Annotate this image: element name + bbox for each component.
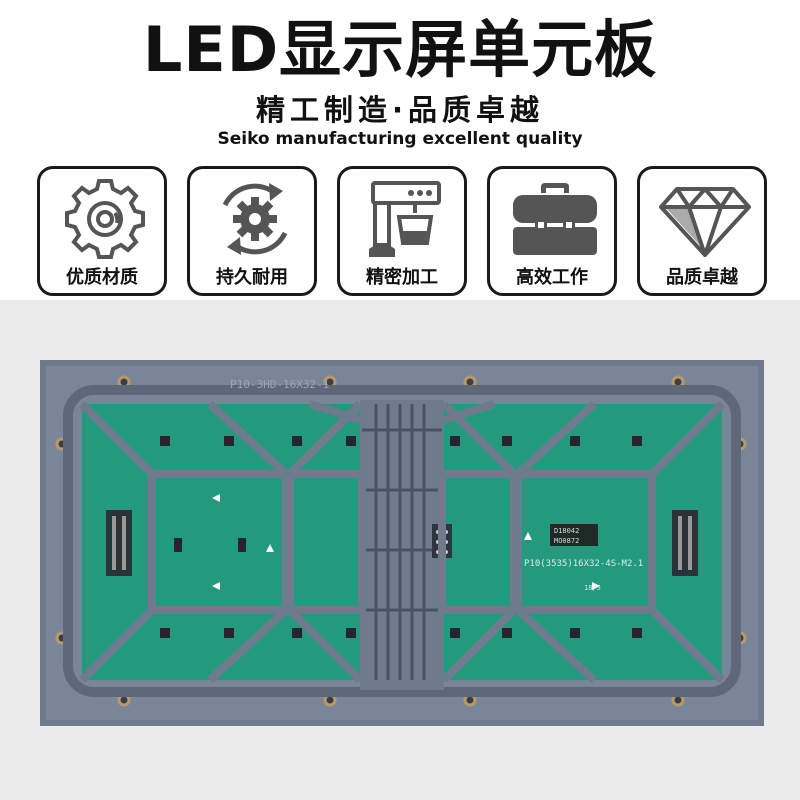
feature-label: 高效工作: [516, 267, 588, 288]
gear-icon: [65, 179, 145, 259]
feature-card-quality-material: 优质材质: [37, 166, 167, 296]
feature-label: 优质材质: [66, 267, 138, 288]
board-model-label: P10(3535)16X32-4S-M2.1: [524, 559, 643, 569]
page-subtitle: 精工制造·品质卓越: [255, 93, 545, 127]
led-unit-board-photo: P10-3HD-16X32-1: [40, 360, 764, 726]
feature-label: 精密加工: [366, 267, 438, 288]
output-connector-right: [672, 510, 698, 576]
sticker-line-1: D18042: [554, 527, 579, 535]
feature-label: 品质卓越: [666, 267, 738, 288]
mixer-machine-icon: [369, 181, 441, 257]
board-silk-label: P10-3HD-16X32-1: [230, 378, 329, 391]
board-small-label: 18/5: [584, 584, 601, 592]
input-connector-left: [106, 510, 132, 576]
feature-list: 优质材质: [37, 166, 767, 296]
diamond-icon: [659, 187, 751, 257]
feature-card-precision-machining: 精密加工: [337, 166, 467, 296]
cycle-gear-icon: [222, 183, 288, 255]
feature-card-durable: 持久耐用: [187, 166, 317, 296]
toolbox-icon: [513, 183, 597, 255]
page-title: LED显示屏单元板: [142, 13, 658, 86]
page-subtitle-english: Seiko manufacturing excellent quality: [217, 129, 583, 149]
feature-label: 持久耐用: [216, 267, 288, 288]
sticker-line-2: MO0872: [554, 537, 579, 545]
feature-card-efficient-work: 高效工作: [487, 166, 617, 296]
feature-card-excellent-quality: 品质卓越: [637, 166, 767, 296]
serial-sticker: [550, 524, 598, 546]
